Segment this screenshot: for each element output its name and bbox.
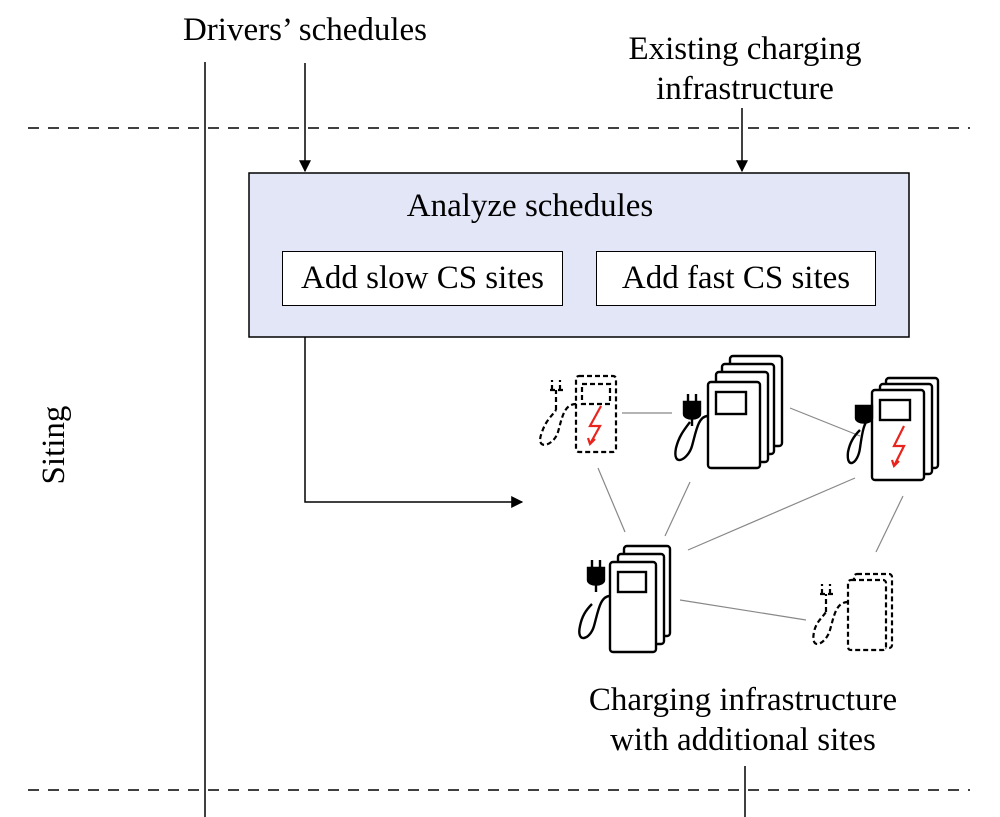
network-edge — [687, 477, 856, 551]
add-slow-cs-sites-box: Add slow CS sites — [282, 251, 563, 306]
analyze-schedules-title: Analyze schedules — [406, 188, 654, 224]
network-edges — [597, 407, 904, 621]
existing-infrastructure-line2: infrastructure — [656, 70, 834, 107]
new-slow-charger-icon — [812, 572, 894, 652]
add-fast-cs-sites-box: Add fast CS sites — [596, 251, 876, 306]
new-fast-charger-icon — [539, 374, 618, 454]
drivers-schedules-label: Drivers’ schedules — [182, 12, 428, 48]
existing-slow-charger-icon — [674, 354, 784, 470]
existing-infrastructure-line1: Existing charging — [628, 31, 862, 67]
network-edge — [679, 599, 807, 621]
output-label-line1: Charging infrastructure — [588, 682, 898, 718]
existing-fast-charger-icon — [846, 376, 940, 482]
network-edge — [597, 467, 626, 533]
output-label: Charging infrastructure with additional … — [545, 681, 941, 760]
result-arrow — [304, 337, 524, 508]
network-edge — [875, 495, 904, 553]
existing-slow-charger-icon-2 — [578, 544, 672, 654]
network-edge — [664, 481, 691, 537]
existing-infrastructure-label: Existing charging infrastructure — [595, 30, 895, 109]
network-edge — [789, 407, 861, 437]
siting-stage-label: Siting — [36, 405, 72, 485]
output-label-line2: with additional sites — [610, 721, 876, 758]
